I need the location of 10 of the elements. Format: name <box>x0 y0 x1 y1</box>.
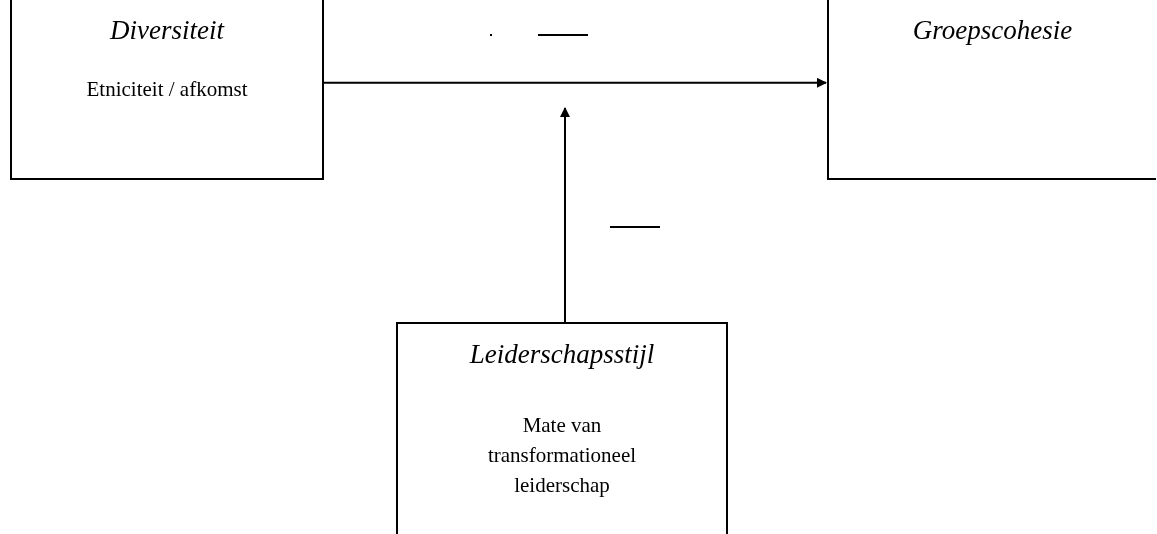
concept-title: Diversiteit <box>110 14 224 47</box>
concept-box <box>396 322 728 534</box>
arrow <box>560 107 570 323</box>
concept-description: Mate van transformationeel leiderschap <box>486 411 638 499</box>
concept-box <box>10 0 324 180</box>
concept-title: Groepscohesie <box>912 14 1073 47</box>
concept-description: Etniciteit / afkomst <box>86 75 248 103</box>
concept-title: Leiderschapsstijl <box>469 338 655 371</box>
arrow <box>323 77 827 88</box>
concept-box <box>827 0 1156 180</box>
